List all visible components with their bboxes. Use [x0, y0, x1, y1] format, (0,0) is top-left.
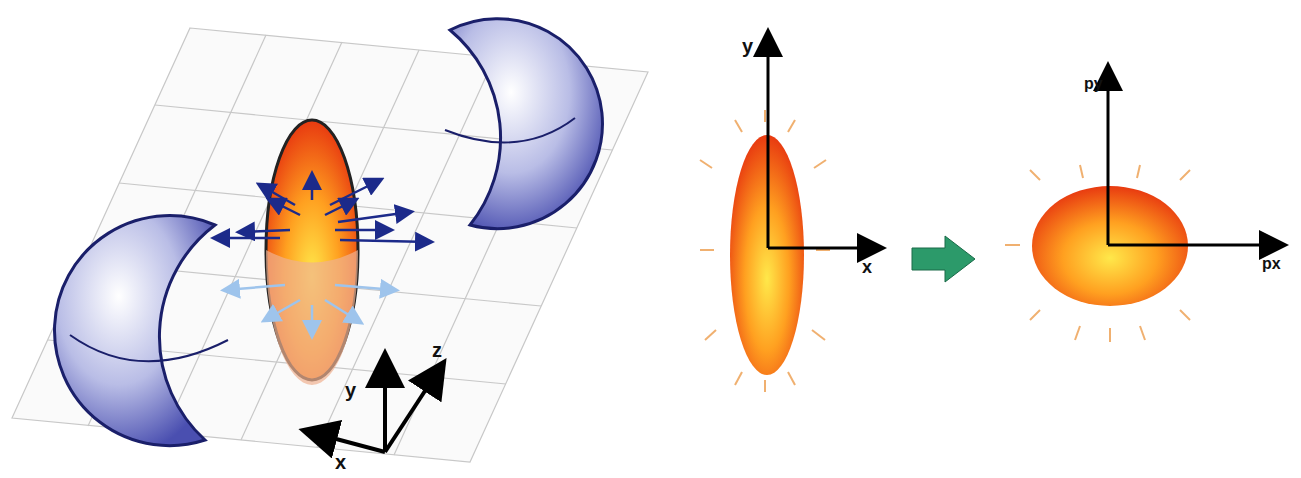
axis-label: px: [1262, 256, 1281, 272]
axis-label: x: [335, 452, 346, 472]
axes: [1108, 70, 1280, 245]
flow-arrow: [215, 175, 430, 242]
axis-label: y: [742, 36, 753, 56]
axis-label: z: [432, 340, 442, 360]
axis-label: y: [345, 380, 356, 400]
axes: [310, 360, 440, 452]
axis-label: x: [862, 258, 872, 276]
axes: [768, 36, 878, 248]
emission-ray: [1005, 165, 1215, 342]
flow-arrow: [225, 285, 395, 335]
emission-ray: [700, 110, 830, 392]
transform-arrow: [912, 236, 975, 282]
axis-label: py: [1084, 76, 1103, 92]
nucleus: [55, 19, 603, 446]
